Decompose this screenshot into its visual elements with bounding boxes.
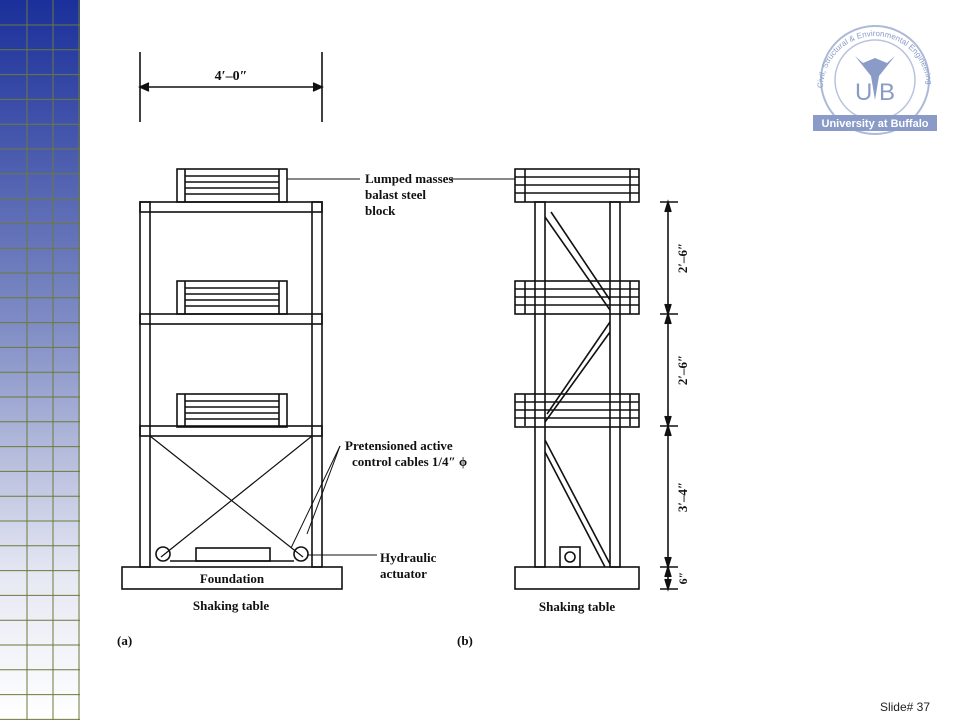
frame-structure-figure: 4′–0″ Lumped masses balast steel block P… xyxy=(95,42,710,657)
callout-masses-line-2: balast steel xyxy=(365,187,426,202)
figure-drawing: 4′–0″ Lumped masses balast steel block P… xyxy=(117,52,690,648)
university-logo: Civil, Structural & Environmental Engine… xyxy=(813,25,937,135)
story-dim-3: 3′–4″ xyxy=(675,482,690,512)
logo-banner xyxy=(813,115,937,131)
callout-masses-line-1: Lumped masses xyxy=(365,171,454,186)
story-dim-2: 2′–6″ xyxy=(675,355,690,385)
bull-horns-icon xyxy=(855,56,895,100)
slide-number: Slide# 37 xyxy=(879,700,930,714)
shaking-table-label-a: Shaking table xyxy=(193,598,269,613)
shaking-table-label-b: Shaking table xyxy=(539,599,615,614)
decorative-grid-band xyxy=(0,0,80,720)
mass-block-top xyxy=(176,168,288,203)
foundation-label: Foundation xyxy=(200,571,265,586)
callout-cables-line-1: Pretensioned active xyxy=(345,438,453,453)
callout-masses-line-3: block xyxy=(365,203,396,218)
callout-actuator-line-2: actuator xyxy=(380,566,427,581)
logo-letters: U B xyxy=(855,79,895,106)
logo-banner-text: University at Buffalo xyxy=(822,118,929,130)
story-dim-4: 6″ xyxy=(676,572,690,585)
callout-actuator-line-1: Hydraulic xyxy=(380,550,437,565)
panel-b-tag: (b) xyxy=(457,633,473,648)
callout-cables-line-2: control cables 1/4″ ϕ xyxy=(352,454,467,469)
width-dimension-label: 4′–0″ xyxy=(215,69,248,84)
panel-a-tag: (a) xyxy=(117,633,132,648)
story-dim-1: 2′–6″ xyxy=(675,243,690,273)
